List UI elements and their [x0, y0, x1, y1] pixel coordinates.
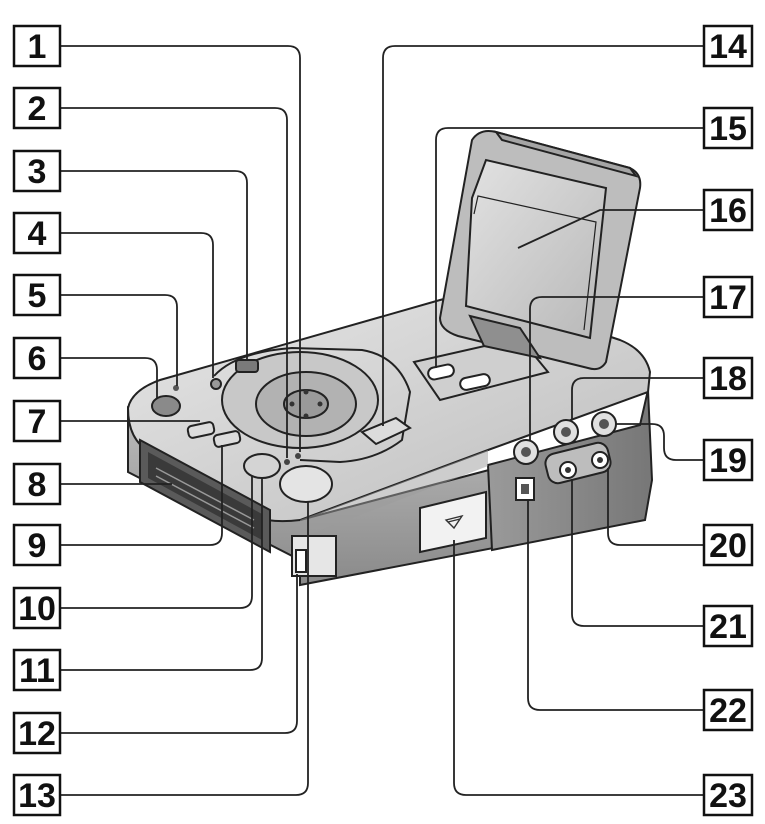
callout-7-text: 7	[28, 403, 47, 441]
small-dot-5	[173, 385, 179, 391]
callout-1: 1	[12, 24, 62, 68]
hinge-button-15a	[427, 363, 455, 381]
callout-23-text: 23	[709, 777, 747, 815]
callout-11: 11	[12, 648, 62, 692]
side-jacks	[513, 411, 617, 501]
callout-18: 18	[702, 356, 754, 400]
callout-22-text: 22	[709, 692, 747, 730]
callout-13: 13	[12, 773, 62, 817]
slide-lever-14	[360, 416, 412, 446]
callout-21-text: 21	[709, 608, 747, 646]
callout-19: 19	[702, 438, 754, 482]
indicator-lamp-4	[210, 378, 222, 390]
callout-2-text: 2	[28, 90, 47, 128]
dial-panel	[213, 346, 412, 464]
callout-13-text: 13	[18, 777, 56, 815]
callout-3: 3	[12, 149, 62, 193]
callout-4: 4	[12, 211, 62, 255]
callout-20: 20	[702, 523, 754, 567]
button-pair-7a	[186, 421, 216, 439]
callout-6-text: 6	[28, 340, 47, 378]
indicator-dot-2	[284, 459, 290, 465]
button-pair-7b	[212, 430, 242, 448]
callout-10: 10	[12, 586, 62, 630]
callout-17: 17	[702, 275, 754, 319]
callout-5-text: 5	[28, 277, 47, 315]
callout-20-text: 20	[709, 527, 747, 565]
callout-21: 21	[702, 604, 754, 648]
callout-19-text: 19	[709, 442, 747, 480]
leader-lines	[60, 45, 704, 796]
callout-22: 22	[702, 688, 754, 732]
callout-9: 9	[12, 523, 62, 567]
callout-4-text: 4	[28, 215, 47, 253]
small-button-3	[235, 359, 259, 373]
round-button-11	[243, 453, 281, 479]
large-button-13	[279, 465, 333, 503]
callout-15-text: 15	[709, 110, 747, 148]
cassette-slot	[139, 438, 271, 554]
callout-11-text: 11	[19, 652, 55, 690]
callout-10-text: 10	[18, 590, 56, 628]
power-button-6	[151, 395, 181, 417]
callout-14: 14	[702, 24, 754, 68]
callout-12: 12	[12, 711, 62, 755]
bottom-plate-23	[419, 490, 487, 554]
callout-14-text: 14	[709, 28, 747, 66]
callout-6: 6	[12, 336, 62, 380]
hinge-button-15b	[459, 373, 491, 391]
callout-12-text: 12	[18, 715, 56, 753]
callout-8: 8	[12, 462, 62, 506]
lcd-panel	[438, 130, 642, 371]
callout-8-text: 8	[28, 466, 47, 504]
callout-16: 16	[702, 188, 754, 232]
callout-2: 2	[12, 86, 62, 130]
callout-17-text: 17	[709, 279, 747, 317]
callout-16-text: 16	[709, 192, 747, 230]
callout-3-text: 3	[28, 153, 47, 191]
callout-15: 15	[702, 106, 754, 150]
indicator-12	[295, 549, 307, 573]
callout-1-text: 1	[28, 28, 47, 66]
callout-7: 7	[12, 399, 62, 443]
triangle-mark-icon	[444, 514, 464, 530]
indicator-dot-1	[295, 453, 301, 459]
callout-18-text: 18	[709, 360, 747, 398]
callout-23: 23	[702, 773, 754, 817]
callout-9-text: 9	[28, 527, 47, 565]
callout-5: 5	[12, 273, 62, 317]
